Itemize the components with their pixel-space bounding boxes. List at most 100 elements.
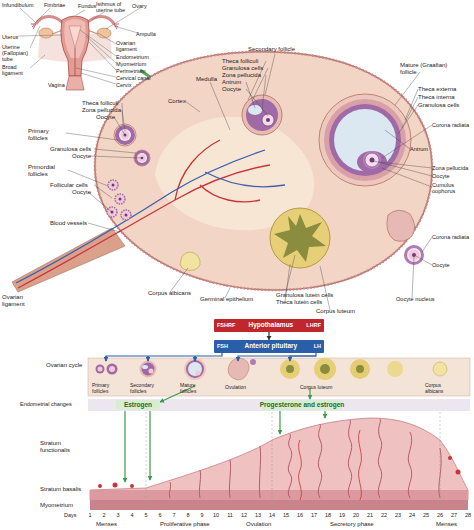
primordial-follicle-part [121,210,131,220]
secondary-follicle-part [246,99,278,131]
secondary-follicle-part [242,95,282,135]
uterus-illustration-part [69,26,81,48]
cycle-label: Mature follicles [180,383,212,394]
ovulation-part [412,253,416,257]
ovary-label: Mature (Graafian) follicle [400,62,460,75]
ovarian-cycle-strip-part [149,369,154,374]
ovary-label: Theca externa [418,86,456,93]
endometrium-illustration-part [90,500,468,510]
ovary-label: Germinal epithelium [200,296,253,303]
ovary-illustration-part [95,52,432,290]
hormone-arrows-part [124,411,125,482]
endometrium-illustration [90,412,468,510]
endometrium-illustration-part [113,483,118,488]
ovary-label: Theca lutein cells [276,299,322,306]
day-number: 15 [281,512,291,518]
ovarian-cycle-strip-part [286,365,294,373]
ovary-label: Corpus albicans [148,290,191,297]
ovary-label: Oocyte [432,173,450,179]
connector-line [268,332,269,340]
ovary-illustration-part [16,150,285,283]
day-number: 13 [253,512,263,518]
hormone-arrows-part [149,411,150,480]
hormone-name: LH [314,344,321,350]
uterus-illustration [18,8,160,90]
cycle-label: Stratum functionalis [40,440,84,453]
day-number: 24 [407,512,417,518]
ovarian-cycle-strip-part [320,364,330,374]
ovary-label: Corona radiata [432,122,469,128]
hormone-arrows-part [279,411,280,434]
anatomy-label: Vagina [48,82,65,88]
ovulation-part [387,210,415,241]
hormone-arrows-part [290,356,316,361]
secondary-follicle [242,95,282,135]
ovary-label: Theca folliculi [222,58,258,65]
ovarian-cycle-strip-part [107,364,118,375]
ovarian-cycle-strip-part [142,363,155,376]
day-number: 28 [463,512,473,518]
ovary-label: Corpus luteum [316,308,355,315]
ovarian-cycle-strip-part [250,359,256,365]
day-number: 7 [169,512,179,518]
mature-follicle [319,94,411,186]
ovulation [387,210,424,265]
ovary-label: Antrum [410,146,428,152]
anatomy-label: Broad ligament [2,64,36,76]
cycle-label: Myometrium [40,502,73,509]
primordial-follicle-part [108,180,118,190]
anatomy-label: Fundus [78,3,96,9]
box-title: Hypothalamus [248,322,293,329]
ovary-label: Zona pellucida [222,72,261,79]
day-number: 6 [155,512,165,518]
cycle-label: Corpus luteum [300,385,333,391]
corpus-luteum-part [274,214,326,262]
day-number: 11 [225,512,235,518]
uterus-illustration-part [86,17,114,25]
ovary-label: Granulosa lutein cells [276,292,333,299]
ovarian-cycle-strip-part [109,366,115,372]
cycle-label: Corpus albicans [425,383,459,394]
box-title: Anterior pituitary [244,343,297,350]
endometrium-illustration-part [90,490,468,500]
anatomy-label: Infundibulum [2,2,34,8]
anatomy-label: Perimetrium [116,68,146,74]
anatomy-label: Ovary [132,3,147,9]
corpus-luteum-part [270,208,330,268]
day-number: 22 [379,512,389,518]
anatomy-label: Isthmus of uterine tube [96,1,126,13]
ovary-label: Ovarian ligament [2,294,38,307]
corpus-albicans [180,252,200,270]
day-number: 9 [197,512,207,518]
connector-arrow [267,332,272,340]
ovarian-cycle-strip-part [98,367,103,372]
ovary-label: Granulosa cells [222,65,263,72]
endometrium-illustration-part [90,418,468,500]
ovary-label: Granulosa cells [418,102,459,109]
endometrial-band [88,399,470,411]
primordial-follicle [107,180,131,220]
ovarian-cycle-strip [88,358,470,396]
ovarian-cycle-strip-part [350,359,370,379]
endometrium-illustration-part [146,412,440,510]
hormone-arrows-part [106,353,222,361]
hormone-name: LHRF [306,323,321,329]
day-number: 8 [183,512,193,518]
phase-label: Ovulation [246,521,271,528]
day-number: 27 [449,512,459,518]
mature-follicle-part [365,153,379,167]
anatomy-label: Uterus [2,34,18,40]
corpus-albicans-part [180,252,200,270]
phase-label: Secretory phase [330,521,374,528]
anatomy-label: Endometrium [116,54,149,60]
ovarian-cycle-strip-part [433,362,447,376]
day-number: 10 [211,512,221,518]
hormone-name: FSH [217,344,228,350]
hormone-arrows-part [147,356,148,361]
day-number: 12 [239,512,249,518]
day-number: 4 [127,512,137,518]
day-number: 21 [365,512,375,518]
hormone-arrows [106,353,325,482]
